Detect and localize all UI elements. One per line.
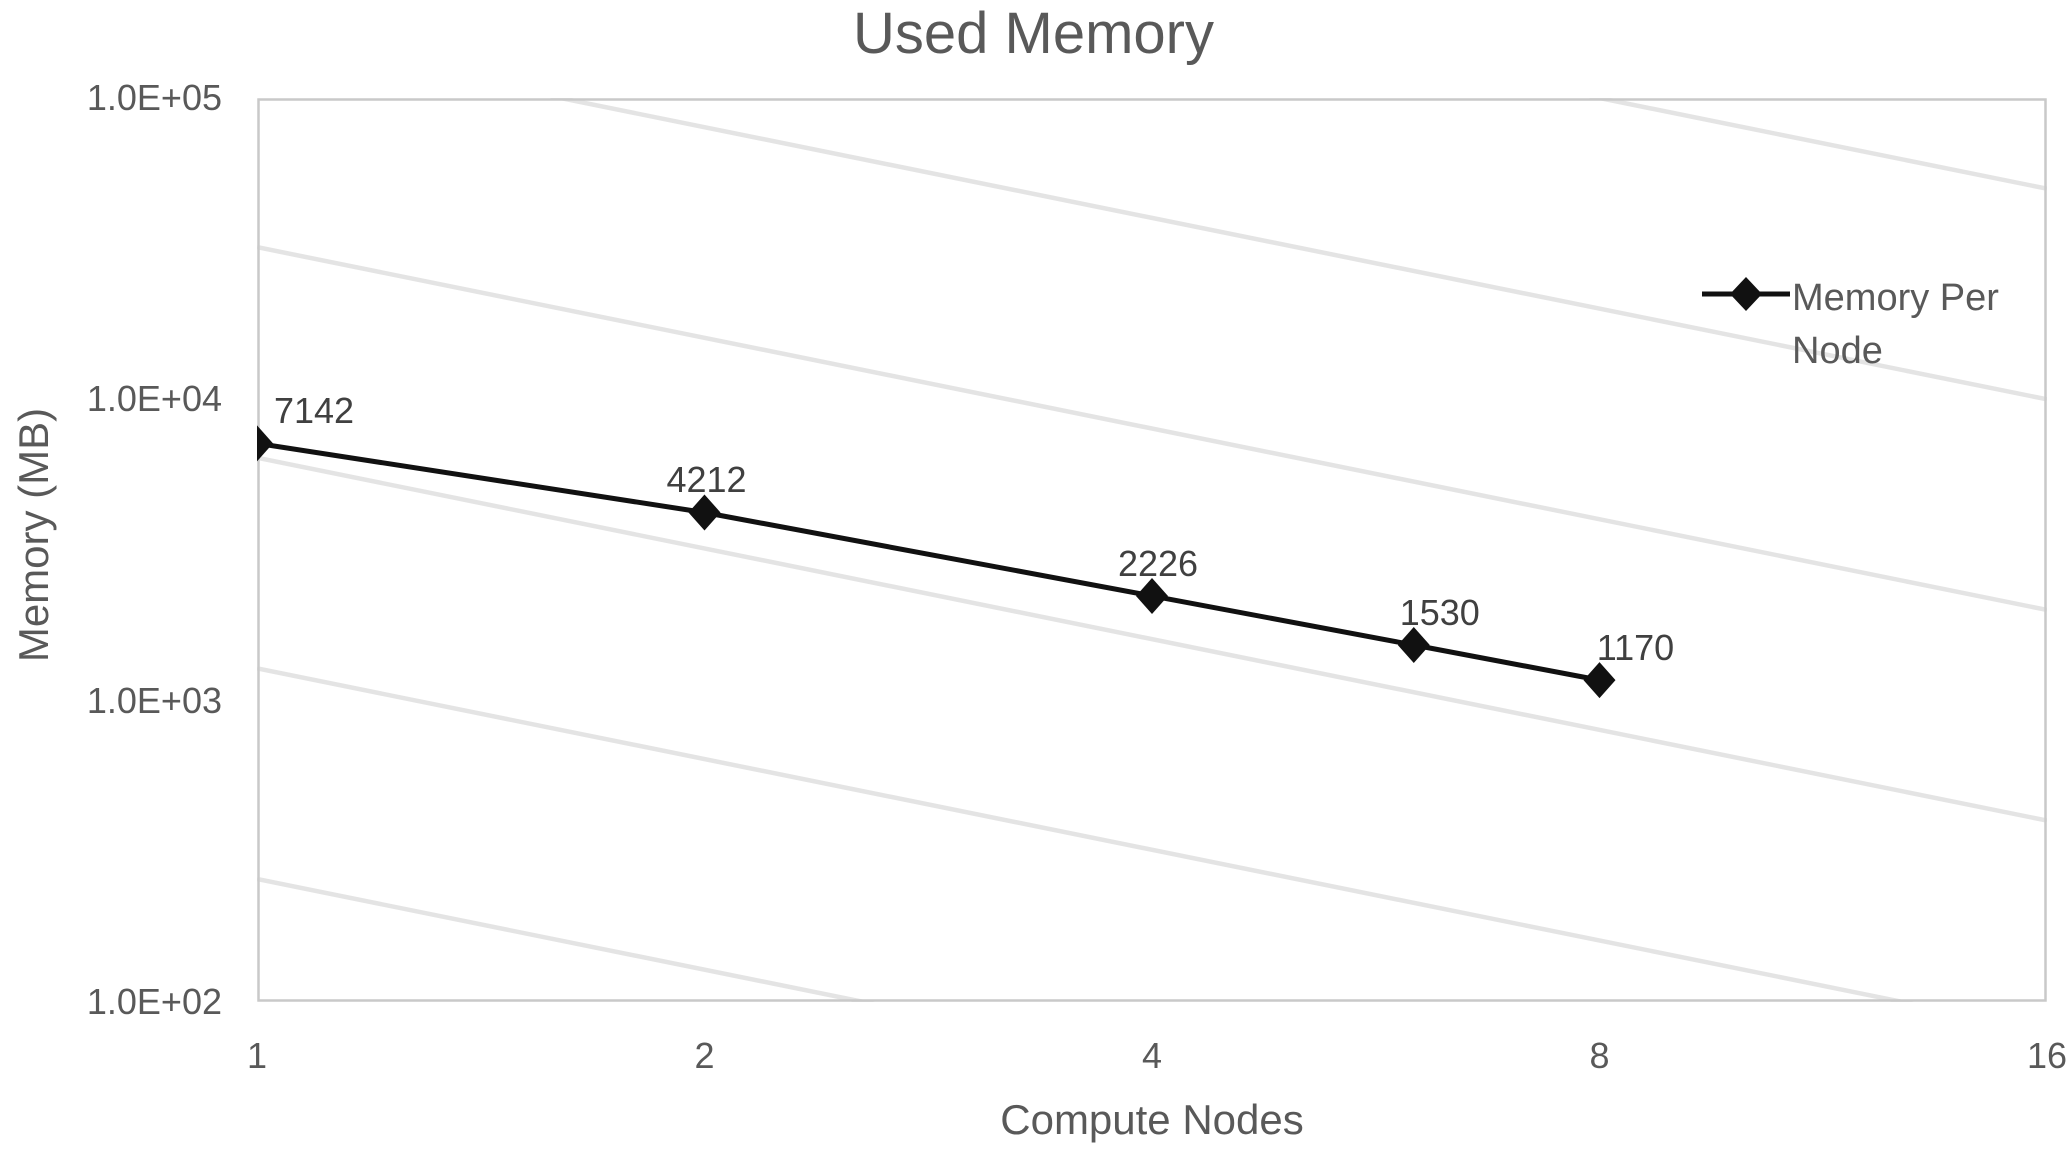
x-tick-label: 4 — [1141, 1035, 1163, 1076]
plot-area — [257, 98, 2047, 1002]
y-axis-title: Memory (MB) — [10, 407, 57, 663]
y-tick-label: 1.0E+02 — [86, 981, 222, 1022]
legend-label-line1: Memory Per — [1792, 277, 1999, 319]
legend: Memory Per Node — [1700, 272, 1999, 378]
y-tick-label: 1.0E+05 — [86, 77, 222, 118]
point-label: 1170 — [1596, 627, 1675, 669]
x-tick-label: 8 — [1589, 1035, 1610, 1076]
x-axis-title: Compute Nodes — [1000, 1096, 1304, 1143]
point-label: 2226 — [1117, 542, 1199, 584]
legend-label: Memory Per Node — [1792, 272, 1999, 378]
point-label: 4212 — [666, 459, 747, 501]
point-label: 1530 — [1399, 592, 1480, 633]
legend-label-line2: Node — [1792, 330, 1883, 372]
chart-title: Used Memory — [853, 1, 1214, 66]
point-label: 7142 — [273, 390, 355, 432]
y-tick-label: 1.0E+04 — [86, 378, 222, 420]
x-tick-label: 2 — [694, 1035, 715, 1076]
y-tick-label: 1.0E+03 — [86, 679, 222, 721]
legend-diamond-marker-icon — [1702, 277, 1790, 311]
x-tick-label: 16 — [2026, 1035, 2067, 1076]
x-tick-label: 1 — [246, 1035, 268, 1076]
